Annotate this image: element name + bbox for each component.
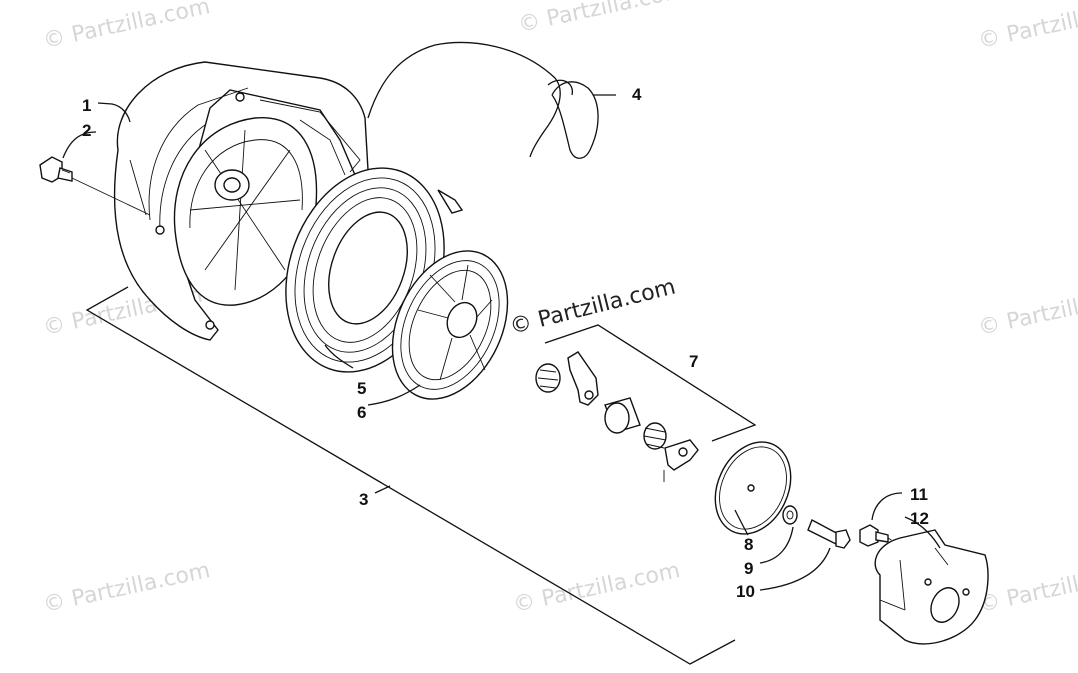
assembly-bracket-3 <box>85 286 736 665</box>
drive-cup-assembly <box>859 524 989 645</box>
callout-1: 1 <box>82 96 91 115</box>
cover-plate <box>714 441 792 535</box>
callout-2: 2 <box>82 121 91 140</box>
callout-9: 9 <box>744 559 753 578</box>
main-watermark: © Partzilla.com <box>507 274 678 339</box>
ratchet-kit <box>535 351 699 482</box>
callout-4: 4 <box>632 85 642 104</box>
watermark: © Partzilla.com <box>41 0 212 54</box>
watermark: © Partzilla.com <box>516 0 687 38</box>
leader-lines <box>62 94 941 591</box>
callout-11: 11 <box>910 485 928 504</box>
assembly-bracket-7 <box>544 324 757 442</box>
watermark: © Partzilla.com <box>41 558 212 618</box>
watermark: © Partzilla.com <box>976 558 1078 618</box>
callout-6: 6 <box>357 403 366 422</box>
callout-10: 10 <box>736 582 755 601</box>
watermark: © Partzilla.com <box>976 281 1078 341</box>
washer-and-bolt <box>782 505 851 549</box>
rope-pulley <box>391 250 509 400</box>
callout-7: 7 <box>689 352 698 371</box>
housing-bolt <box>39 156 151 216</box>
callout-3: 3 <box>359 490 368 509</box>
callout-labels: 1 2 3 4 5 6 7 8 9 10 11 12 <box>82 85 929 601</box>
watermark: © Partzilla.com <box>976 0 1078 54</box>
callout-8: 8 <box>744 535 753 554</box>
callout-12: 12 <box>910 509 929 528</box>
callout-5: 5 <box>357 379 366 398</box>
starter-rope <box>367 41 599 159</box>
starter-housing <box>113 61 369 341</box>
